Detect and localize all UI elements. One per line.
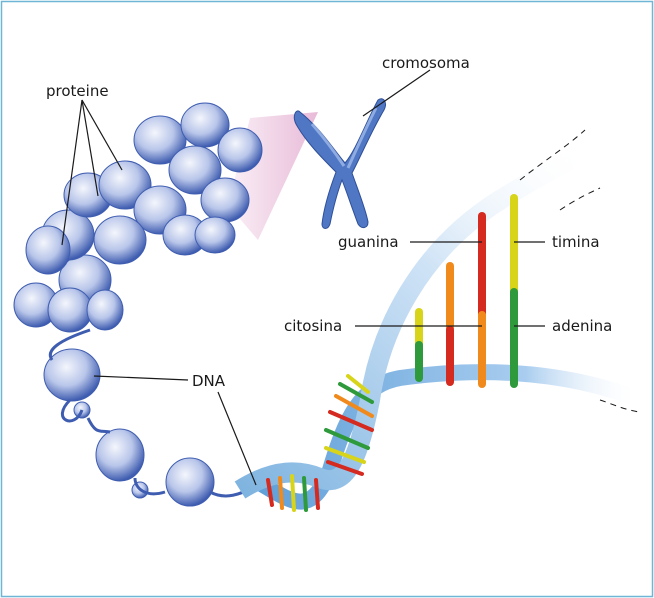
label-guanina: guanina — [338, 233, 399, 251]
label-proteine: proteine — [46, 82, 109, 100]
label-citosina: citosina — [284, 317, 342, 335]
base-pair — [292, 476, 294, 510]
label-dna: DNA — [192, 372, 226, 390]
base-pair — [280, 478, 282, 508]
base-pair — [304, 478, 306, 510]
chromatin-fiber — [14, 103, 262, 506]
label-adenina: adenina — [552, 317, 612, 335]
base-pair — [316, 480, 318, 508]
label-cromosoma: cromosoma — [382, 54, 470, 72]
label-timina: timina — [552, 233, 600, 251]
